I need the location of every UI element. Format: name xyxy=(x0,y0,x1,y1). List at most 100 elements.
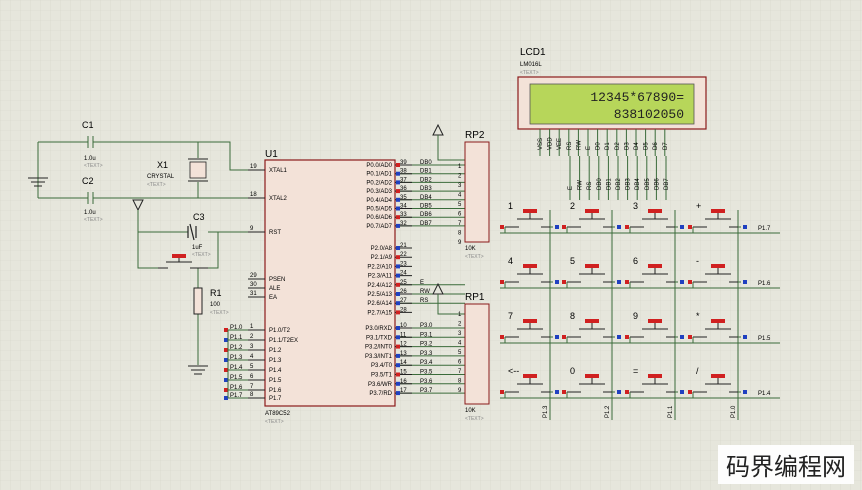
lcd-model: LM016L xyxy=(520,62,542,68)
keypad-key-label: 5 xyxy=(570,256,575,266)
push-button-icon xyxy=(505,378,553,393)
keypad-key[interactable]: 5 xyxy=(562,256,621,288)
lcd-line-1: 12345*67890= xyxy=(590,90,684,105)
lcd-pin-label: D5 xyxy=(644,142,650,150)
keypad-key[interactable]: 0 xyxy=(562,366,621,398)
rp2-body xyxy=(464,141,490,243)
mcu-pin-number: 19 xyxy=(250,164,257,170)
push-button-icon xyxy=(567,378,615,393)
mcu-pin-number: 10 xyxy=(400,323,407,329)
pin-state-marker xyxy=(224,348,228,352)
lcd-name: LCD1 xyxy=(520,47,546,58)
p1-net-label: P1.4 xyxy=(230,365,243,371)
mcu-net-label: E xyxy=(420,280,424,286)
pin-state-marker xyxy=(396,335,400,340)
p1-net-label: P1.5 xyxy=(230,375,243,381)
mcu-pin-label: P0.5/AD5 xyxy=(366,207,392,213)
mcu-pin-label: P3.4/T0 xyxy=(371,363,393,369)
mcu-pin-number: 8 xyxy=(250,392,254,398)
mcu-pin-number: 38 xyxy=(400,169,407,175)
rp-pin-number: 1 xyxy=(458,312,462,318)
mcu-pin-number: 9 xyxy=(250,226,254,232)
mcu-net-label: P3.0 xyxy=(420,323,433,329)
pin-state-marker xyxy=(555,390,559,394)
rp-pin-number: 8 xyxy=(458,379,462,385)
button-cap xyxy=(585,374,599,378)
keypad-key[interactable]: <-- xyxy=(500,366,559,398)
mcu-pin-label: P3.7/RD xyxy=(369,391,392,397)
bus-label: DB1 xyxy=(606,178,612,190)
mcu-pin-number: 4 xyxy=(250,354,254,360)
reset-circuit: C3 1uF <TEXT> R1 100 <TEXT> xyxy=(132,199,248,375)
mcu-pin-label: P1.0/T2 xyxy=(269,328,291,334)
pin-state-marker xyxy=(224,368,228,372)
mcu-pin-number: 6 xyxy=(250,374,254,380)
keypad-key[interactable]: 7 xyxy=(500,311,559,343)
lcd-pin-label: RW xyxy=(576,140,582,150)
push-button-icon xyxy=(567,213,615,228)
rp2-name: RP2 xyxy=(465,130,485,141)
keypad-key[interactable]: 3 xyxy=(625,201,684,233)
mcu-pin-number: 31 xyxy=(250,291,257,297)
pin-state-marker xyxy=(555,280,559,284)
mcu-net-label: DB0 xyxy=(420,160,432,166)
c1-symbol xyxy=(78,136,248,171)
mcu-pin-label: P1.7 xyxy=(269,396,282,402)
keypad-key[interactable]: 1 xyxy=(500,201,559,233)
mcu-pin-label: P0.7/AD7 xyxy=(366,224,392,230)
push-button-icon xyxy=(567,268,615,283)
r1-tag: <TEXT> xyxy=(210,310,229,316)
pin-state-marker xyxy=(500,390,504,394)
pin-state-marker xyxy=(224,388,228,392)
pin-state-marker xyxy=(562,225,566,229)
bus-label: RW xyxy=(578,180,584,190)
keypad-key[interactable]: / xyxy=(688,366,747,398)
mcu-pin-number: 28 xyxy=(400,307,407,313)
mcu-pin-label: P1.5 xyxy=(269,378,282,384)
keypad-key[interactable]: 6 xyxy=(625,256,684,288)
button-cap xyxy=(585,264,599,268)
button-cap xyxy=(711,374,725,378)
mcu-net-label: DB6 xyxy=(420,212,432,218)
keypad-key[interactable]: 9 xyxy=(625,311,684,343)
mcu-pin-label: P2.4/A12 xyxy=(367,283,392,289)
keypad-key[interactable]: + xyxy=(688,201,747,233)
mcu-pin-number: 30 xyxy=(250,282,257,288)
pin-state-marker xyxy=(625,225,629,229)
keypad-key[interactable]: 4 xyxy=(500,256,559,288)
mcu-pin-label: P1.6 xyxy=(269,388,282,394)
mcu-pin-number: 36 xyxy=(400,186,407,192)
keypad-key[interactable]: 8 xyxy=(562,311,621,343)
keypad-key[interactable]: * xyxy=(688,311,747,343)
mcu-net-label: DB2 xyxy=(420,177,432,183)
crystal-icon xyxy=(189,161,207,179)
pin-state-marker xyxy=(396,273,400,278)
push-button-icon xyxy=(630,268,678,283)
vcc-arrow-icon xyxy=(132,199,144,212)
bus-label: DB0 xyxy=(597,178,603,190)
watermark: 码界编程网 xyxy=(718,445,854,484)
lcd-pin-label: D3 xyxy=(624,142,630,150)
keypad-key-label: 6 xyxy=(633,256,638,266)
rp2-value: 10K xyxy=(465,246,476,252)
pin-state-marker xyxy=(396,353,400,358)
c2-value: 1.0u xyxy=(84,210,96,216)
mcu-pin-label: P1.4 xyxy=(269,368,282,374)
pin-state-marker xyxy=(625,280,629,284)
lcd-module[interactable]: LCD1 LM016L <TEXT> 12345*67890= 83810205… xyxy=(517,47,707,156)
pin-state-marker xyxy=(680,390,684,394)
pin-state-marker xyxy=(396,180,400,185)
button-cap xyxy=(585,319,599,323)
lcd-pin-label: D2 xyxy=(615,142,621,150)
pin-state-marker xyxy=(396,255,400,260)
mcu-pin-label: PSEN xyxy=(269,277,285,283)
mcu-chip[interactable]: U1 AT89C52 <TEXT> 19XTAL118XTAL29RST29PS… xyxy=(224,149,465,425)
keypad-key[interactable]: 2 xyxy=(562,201,621,233)
lcd-pin-label: D1 xyxy=(605,142,611,150)
keypad-key[interactable]: = xyxy=(625,366,684,398)
keypad-row-net: P1.7 xyxy=(758,226,771,232)
keypad-key[interactable]: - xyxy=(688,256,747,288)
